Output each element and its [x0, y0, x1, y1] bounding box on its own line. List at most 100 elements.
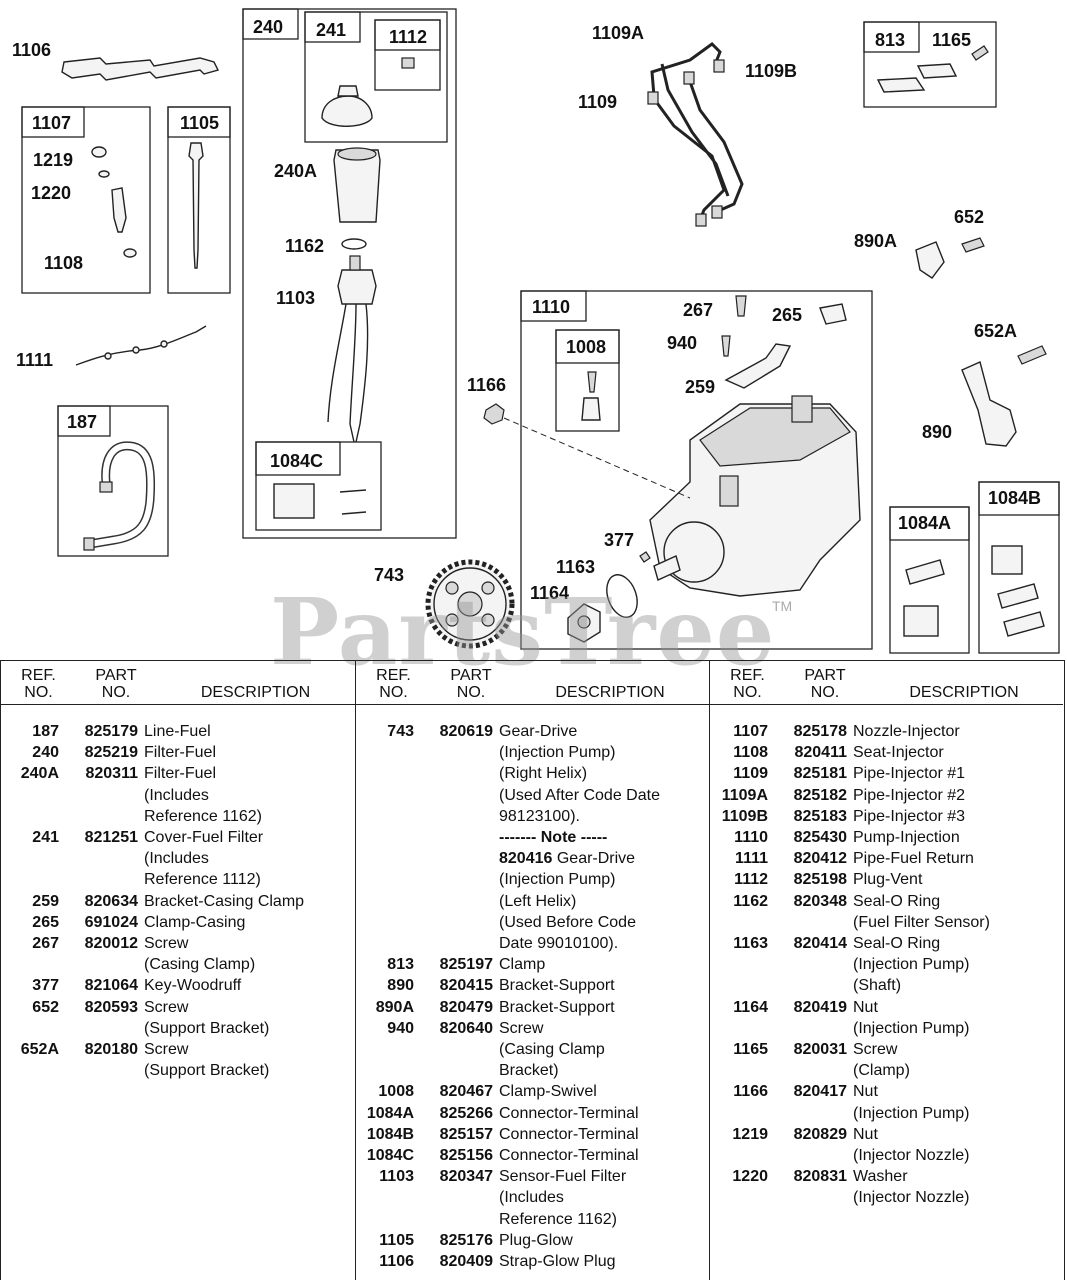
fuel-filter-top-drawing — [337, 147, 377, 161]
injector-seat-drawing — [123, 248, 137, 258]
callout-1111: 1111 — [16, 350, 53, 370]
clamp-813b-drawing — [916, 63, 958, 79]
filter-cover-top-drawing — [337, 85, 359, 97]
part-no-cell — [59, 848, 144, 869]
sensor-wires-drawing — [327, 303, 369, 443]
box-1110 — [520, 290, 873, 650]
ref-no-cell: 259 — [32, 892, 59, 910]
part-no-cell: 825157 — [439, 1125, 493, 1143]
ref-no-cell: 1165 — [733, 1041, 768, 1059]
ref-no-cell: 1109B — [721, 807, 768, 825]
callout-1084C: 1084C — [270, 451, 323, 471]
o-ring-1163-drawing — [606, 574, 638, 618]
terminal-1084B-drawing — [997, 583, 1039, 609]
callout-187: 187 — [67, 412, 97, 432]
description-cell: (Injection Pump) — [499, 871, 616, 889]
table-row: 820416 Gear-Drive — [356, 848, 709, 869]
box-240 — [242, 8, 457, 539]
description-cell: (Shaft) — [853, 977, 902, 995]
table-row: (Injector Nozzle) — [710, 1145, 1063, 1166]
description-cell: Connector-Terminal — [499, 1104, 639, 1122]
callout-1108: 1108 — [44, 253, 83, 273]
ref-no-cell: 1107 — [733, 723, 768, 740]
description-cell: Clamp — [499, 956, 546, 974]
box-1107-label — [21, 106, 85, 138]
ref-no-cell — [1, 954, 59, 975]
ref-no-cell — [710, 1060, 768, 1081]
screw-652-drawing — [961, 237, 985, 253]
description-cell: Filter-Fuel — [144, 765, 217, 783]
pipe-nut-drawing — [695, 213, 707, 227]
table-row: (Shaft) — [710, 975, 1063, 996]
ref-no-cell: 1163 — [733, 935, 768, 953]
injector-washer-drawing — [98, 170, 110, 178]
table-row: (Clamp) — [710, 1060, 1063, 1081]
part-no-cell — [414, 827, 499, 848]
ref-no-cell: 1109 — [733, 765, 768, 783]
table-row: (Left Helix) — [356, 891, 709, 912]
ref-no-cell — [356, 848, 414, 869]
ref-no-cell: 1084C — [366, 1147, 414, 1165]
ref-no-cell — [356, 785, 414, 806]
ref-no-cell: 1008 — [378, 1083, 414, 1101]
callout-1220: 1220 — [31, 183, 71, 203]
ref-no-cell — [710, 1018, 768, 1039]
header-ref: REF.NO. — [21, 667, 56, 701]
description-cell: Nut — [853, 1125, 878, 1143]
ref-no-cell — [1, 1060, 59, 1081]
ref-no-cell: 187 — [32, 723, 59, 740]
ref-no-cell — [710, 912, 768, 933]
gear-743-hole-drawing — [481, 613, 495, 627]
fuel-line-core-drawing — [89, 442, 154, 547]
box-1084C-label — [255, 441, 341, 476]
part-no-cell — [768, 954, 853, 975]
description-cell: (Casing Clamp — [499, 1041, 605, 1059]
ref-no-cell — [1, 806, 59, 827]
ref-no-cell: 1109A — [721, 786, 768, 804]
description-cell: Screw — [144, 935, 189, 953]
part-no-cell: 820640 — [439, 1019, 493, 1037]
filter-cover-drawing — [321, 95, 373, 127]
description-cell: Connector-Terminal — [499, 1147, 639, 1165]
table-row: (Used After Code Date — [356, 785, 709, 806]
part-no-cell — [768, 1145, 853, 1166]
callout-1110: 1110 — [532, 297, 570, 317]
box-240-label — [242, 8, 299, 40]
description-cell: (Fuel Filter Sensor) — [853, 913, 990, 931]
table-row: Reference 1162) — [1, 806, 355, 827]
description-cell: (Used After Code Date — [499, 786, 660, 804]
table-row: (Casing Clamp — [356, 1039, 709, 1060]
ref-no-cell: 1084B — [366, 1125, 414, 1143]
gear-743-hub-drawing — [457, 591, 483, 617]
pipe-joint-drawing — [104, 352, 112, 360]
key-377-drawing — [639, 551, 651, 563]
connector-1084A-drawing — [903, 605, 939, 637]
callout-890A: 890A — [854, 231, 897, 251]
swivel-screw-drawing — [587, 371, 597, 393]
ref-no-cell: 1111 — [735, 850, 768, 868]
description-cell: Seal-O Ring — [853, 935, 941, 953]
part-no-cell — [414, 1187, 499, 1208]
box-1084B-label — [978, 481, 1060, 516]
terminal-drawing — [339, 489, 367, 515]
part-no-cell: 825176 — [439, 1231, 493, 1249]
callout-259: 259 — [685, 377, 715, 397]
description-cell: (Right Helix) — [499, 765, 588, 783]
callout-1164: 1164 — [530, 583, 569, 603]
ref-no-cell: 240A — [20, 765, 59, 783]
part-no-cell: 825179 — [84, 723, 138, 740]
description-cell: Pump-Injection — [853, 829, 960, 847]
part-no-cell: 820012 — [84, 935, 138, 953]
box-1084A-label — [889, 506, 970, 541]
